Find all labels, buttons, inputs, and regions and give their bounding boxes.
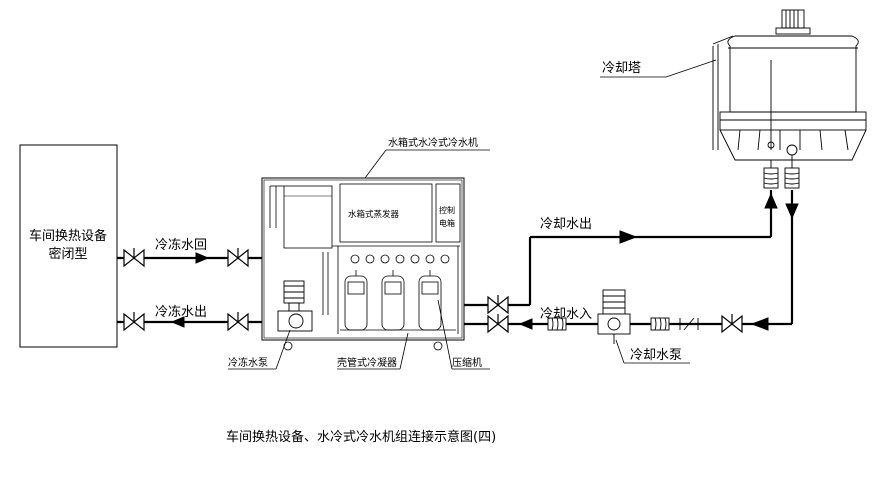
control-box-label-2: 电箱 — [439, 218, 455, 228]
arrow-left-icon — [170, 316, 185, 328]
chilled-pump-label: 冷冻水泵 — [228, 356, 268, 369]
arrow-left-icon — [750, 317, 769, 331]
strainer-icon — [679, 317, 699, 331]
valve-icon — [123, 312, 145, 332]
flexible-joint-icon — [547, 317, 567, 331]
valve-icon — [227, 312, 249, 332]
arrow-down-icon — [785, 203, 799, 220]
chilled-water-return-pipe: 冷冻水回 — [117, 237, 262, 268]
workshop-equipment: 车间换热设备 密闭型 — [19, 144, 118, 348]
cooling-tower — [712, 9, 867, 189]
tank-evaporator: 水箱式蒸发器 — [339, 183, 433, 243]
flexible-joint-icon — [763, 167, 779, 189]
pressure-gauges — [350, 254, 450, 264]
diagram-caption: 车间换热设备、水冷式冷水机组连接示意图(四) — [226, 429, 496, 445]
cooling-tower-label: 冷却塔 — [602, 61, 641, 76]
chiller-unit-label: 水箱式水冷式冷水机 — [388, 136, 478, 149]
cooling-water-in-pipe: 冷却水入 — [464, 190, 799, 344]
arrow-up-icon — [764, 192, 778, 209]
closed-type-label: 密闭型 — [48, 246, 87, 262]
valve-icon — [487, 295, 509, 315]
arrow-left-icon — [518, 318, 533, 330]
valve-icon — [227, 248, 249, 268]
water-tank — [269, 185, 333, 249]
valve-icon — [487, 314, 509, 334]
compressor-group — [340, 270, 456, 331]
flexible-joint-icon — [784, 167, 800, 189]
tank-evaporator-label: 水箱式蒸发器 — [348, 209, 400, 220]
workshop-equipment-label: 车间换热设备 — [29, 228, 107, 244]
arrow-right-icon — [195, 252, 210, 264]
cooling-water-out-pipe: 冷却水出 — [464, 190, 778, 315]
cooling-out-label: 冷却水出 — [540, 217, 592, 232]
cooling-in-label: 冷却水入 — [540, 307, 592, 322]
chilled-return-label: 冷冻水回 — [155, 237, 207, 253]
cooling-water-pump — [597, 289, 631, 344]
valve-icon — [721, 314, 743, 334]
chiller-unit: 水箱式水冷式冷水机 水箱式蒸发器 控制 电箱 — [261, 136, 490, 351]
control-box-label-1: 控制 — [439, 205, 455, 215]
compressor-label: 压缩机 — [452, 356, 482, 369]
chilled-water-pump — [277, 280, 313, 332]
chilled-out-label: 冷冻水出 — [155, 304, 207, 320]
flexible-joint-icon — [650, 317, 670, 331]
cooling-pump-label: 冷却水泵 — [630, 348, 682, 363]
condenser-label: 壳管式冷凝器 — [337, 356, 397, 369]
arrow-right-icon — [619, 230, 638, 244]
valve-icon — [123, 248, 145, 268]
control-box: 控制 电箱 — [435, 183, 461, 243]
chilled-water-out-pipe: 冷冻水出 — [117, 304, 262, 332]
